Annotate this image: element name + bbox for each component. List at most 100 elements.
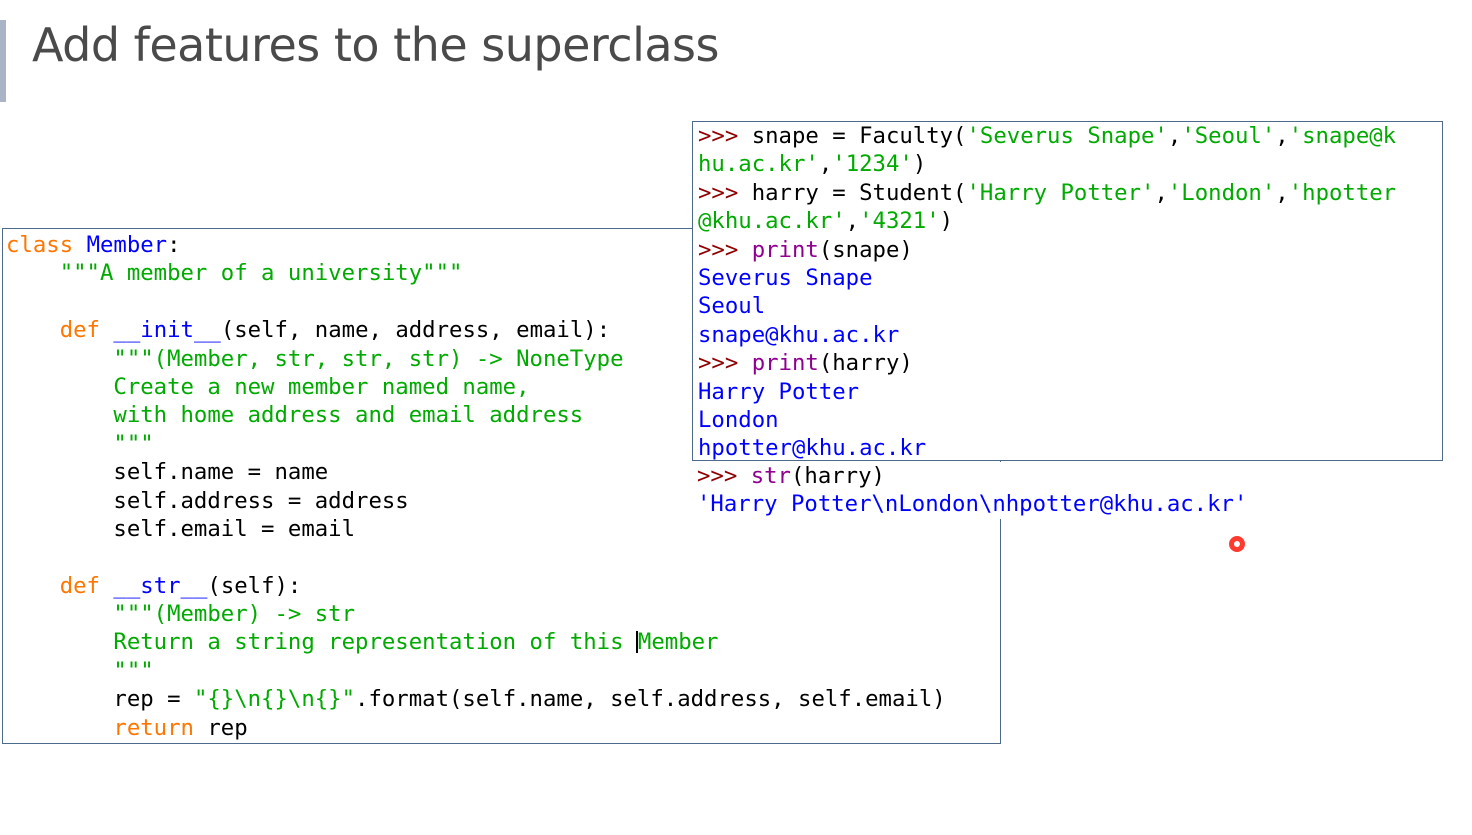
editor-code-line: Return a string representation of this M…: [6, 628, 1000, 656]
editor-code-token: rep =: [6, 686, 194, 713]
editor-code-token: [100, 317, 113, 343]
shell-token: ): [912, 151, 927, 178]
shell-line: >>> print(snape): [698, 236, 1442, 264]
editor-code-token: def: [59, 317, 100, 344]
shell-token: ,: [1154, 179, 1168, 206]
shell-token: print: [751, 350, 819, 377]
editor-code-token: self.name = name: [6, 459, 329, 486]
editor-code-token: self.address = address: [6, 487, 409, 514]
shell-token: '4321': [859, 208, 940, 235]
editor-code-token: return: [113, 714, 194, 741]
editor-code-token: :: [167, 232, 181, 258]
shell-token: Seoul: [698, 293, 766, 320]
editor-code-line: [6, 543, 1000, 571]
editor-code-line: """(Member) -> str: [6, 600, 1000, 628]
shell-line: Seoul: [698, 292, 1442, 320]
text-caret: [635, 631, 638, 654]
shell-token: ,: [1167, 123, 1182, 149]
editor-code-line: with home address and email address: [6, 401, 1000, 429]
shell-token: London: [698, 406, 779, 433]
shell-token: ): [939, 208, 954, 235]
editor-code-token: """(Member, str, str, str) -> NoneType: [6, 345, 624, 372]
editor-code-token: """: [6, 657, 154, 684]
editor-code-line: """: [6, 657, 1000, 685]
shell-line: >>> snape = Faculty('Severus Snape','Seo…: [698, 122, 1442, 150]
shell-line: @khu.ac.kr','4321'): [698, 207, 1442, 235]
shell-token: ,: [1275, 179, 1289, 206]
shell-token: hpotter@khu.ac.kr: [698, 435, 927, 461]
shell-token: 'Harry Potter': [966, 179, 1155, 206]
editor-code-token: Member: [86, 232, 168, 258]
shell-token: ,: [845, 208, 860, 235]
shell-token: snape = Faculty(: [751, 123, 967, 149]
title-accent-bar: [0, 20, 6, 102]
shell-token: 'London': [1167, 179, 1276, 206]
editor-code-token: __init__: [113, 317, 221, 344]
editor-code-line: self.name = name: [6, 458, 1000, 486]
shell-token: >>>: [697, 463, 751, 489]
editor-code-line: """: [6, 430, 1000, 458]
shell-token: harry = Student(: [751, 179, 967, 206]
editor-code-token: [6, 573, 60, 599]
editor-code-token: .format(self.name, self.address, self.em…: [355, 686, 946, 713]
shell-token: hu.ac.kr': [698, 151, 819, 178]
editor-code-line: """(Member, str, str, str) -> NoneType: [6, 345, 1000, 373]
editor-code-token: "{}\n{}\n{}": [193, 686, 356, 713]
editor-code-token: __str__: [113, 572, 208, 599]
shell-token: snape@khu.ac.kr: [698, 321, 900, 348]
editor-code-line: class Member:: [6, 231, 1000, 259]
editor-code-token: Create a new member named name,: [6, 373, 530, 400]
shell-line: Harry Potter: [698, 378, 1442, 406]
editor-code-token: [6, 317, 60, 343]
editor-code-token: Member: [637, 629, 719, 656]
editor-code-token: (self, name, address, email):: [220, 317, 611, 344]
shell-token: str: [750, 463, 791, 489]
editor-code-token: def: [59, 572, 100, 599]
editor-code-token: (self):: [207, 572, 302, 599]
editor-code-token: rep: [193, 714, 248, 741]
editor-code-line: """A member of a university""": [6, 259, 1000, 287]
shell-token: >>>: [698, 350, 752, 377]
python-shell-continued: >>> str(harry)'Harry Potter\nLondon\nhpo…: [697, 462, 1337, 519]
editor-code-token: [100, 573, 113, 599]
shell-token: @khu.ac.kr': [698, 208, 846, 235]
shell-token: (harry): [790, 463, 885, 489]
shell-token: 'snape@k: [1288, 123, 1397, 149]
editor-code-token: with home address and email address: [6, 402, 584, 429]
editor-code-line: return rep: [6, 714, 1000, 742]
shell-token: (harry): [818, 350, 913, 377]
editor-code-line: def __str__(self):: [6, 572, 1000, 600]
shell-line: Severus Snape: [698, 264, 1442, 292]
shell-token: 'Harry Potter\nLondon\nhpotter@khu.ac.kr…: [697, 491, 1248, 518]
shell-token: ,: [1275, 123, 1289, 149]
editor-code-token: [73, 232, 86, 258]
shell-line: >>> print(harry): [698, 349, 1442, 377]
slide-title: Add features to the superclass: [32, 18, 719, 72]
shell-token: print: [751, 236, 819, 263]
editor-code-line: rep = "{}\n{}\n{}".format(self.name, sel…: [6, 685, 1000, 713]
python-shell-panel[interactable]: >>> snape = Faculty('Severus Snape','Seo…: [692, 121, 1443, 461]
editor-code-token: """(Member) -> str: [6, 601, 356, 628]
shell-token: 'Seoul': [1181, 123, 1276, 149]
shell-token: '1234': [832, 151, 913, 178]
shell-line: snape@khu.ac.kr: [698, 321, 1442, 349]
editor-code-token: """A member of a university""": [6, 260, 463, 287]
shell-line: London: [698, 406, 1442, 434]
shell-line: >>> str(harry): [697, 462, 1337, 490]
editor-code-token: [6, 715, 113, 741]
shell-line: hpotter@khu.ac.kr: [698, 434, 1442, 461]
editor-code-token: Return a string representation of this: [6, 629, 637, 656]
editor-code-token: self.email = email: [6, 515, 356, 542]
editor-code-line: self.email = email: [6, 515, 1000, 543]
editor-code-line: Create a new member named name,: [6, 373, 1000, 401]
pointer-highlight-icon: [1229, 536, 1245, 552]
shell-token: ,: [818, 151, 833, 178]
shell-line: hu.ac.kr','1234'): [698, 150, 1442, 178]
editor-code-token: """: [6, 430, 154, 457]
shell-token: Harry Potter: [698, 378, 860, 405]
shell-line: 'Harry Potter\nLondon\nhpotter@khu.ac.kr…: [697, 490, 1337, 518]
shell-token: >>>: [698, 123, 752, 149]
editor-code-line: def __init__(self, name, address, email)…: [6, 316, 1000, 344]
editor-code-line: self.address = address: [6, 487, 1000, 515]
editor-code-token: class: [6, 232, 74, 258]
